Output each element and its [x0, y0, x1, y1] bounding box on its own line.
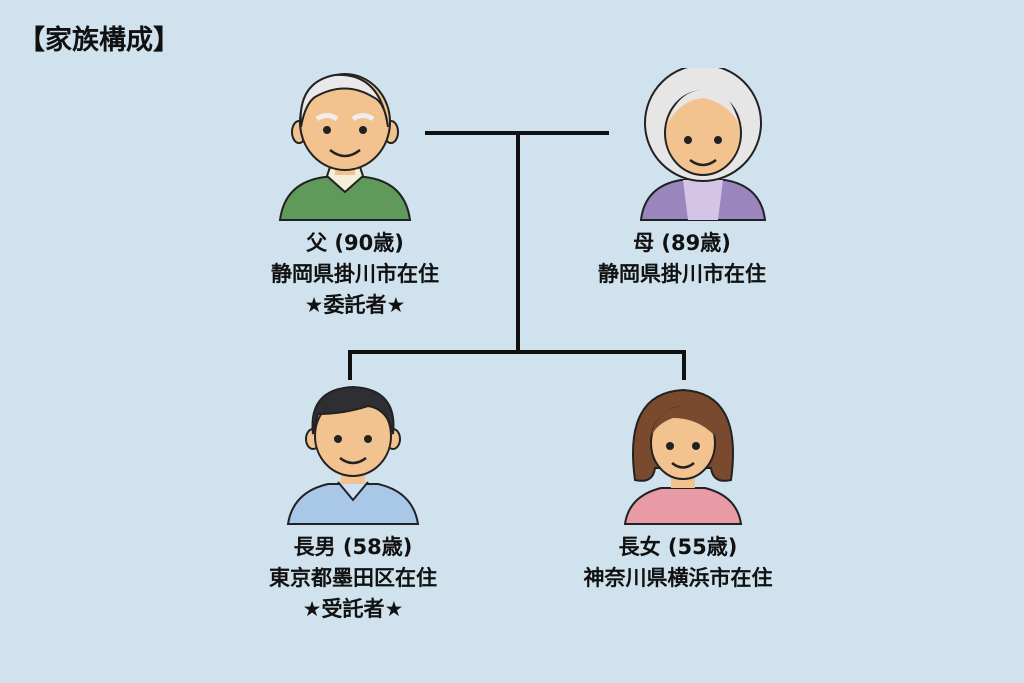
member-name: 父 (90歳) [306, 231, 404, 255]
mother-avatar [639, 68, 767, 221]
member-residence: 東京都墨田区在住 [269, 566, 437, 590]
member-name: 長女 (55歳) [618, 535, 738, 559]
diagram-title: 【家族構成】 [18, 25, 180, 56]
member-son: 長男 (58歳) 東京都墨田区在住 ★受託者★ [203, 532, 503, 625]
member-name: 長男 (58歳) [293, 535, 413, 559]
member-residence: 静岡県掛川市在住 [598, 262, 766, 286]
member-name: 母 (89歳) [633, 231, 731, 255]
member-role: ★委託者★ [304, 293, 406, 317]
member-mother: 母 (89歳) 静岡県掛川市在住 [532, 228, 832, 290]
member-father: 父 (90歳) 静岡県掛川市在住 ★委託者★ [205, 228, 505, 321]
member-daughter: 長女 (55歳) 神奈川県横浜市在住 [528, 532, 828, 594]
daughter-avatar [623, 388, 743, 525]
member-residence: 神奈川県横浜市在住 [583, 566, 773, 590]
member-role: ★受託者★ [302, 597, 404, 621]
father-avatar [278, 73, 412, 221]
member-residence: 静岡県掛川市在住 [271, 262, 439, 286]
son-avatar [286, 385, 420, 525]
